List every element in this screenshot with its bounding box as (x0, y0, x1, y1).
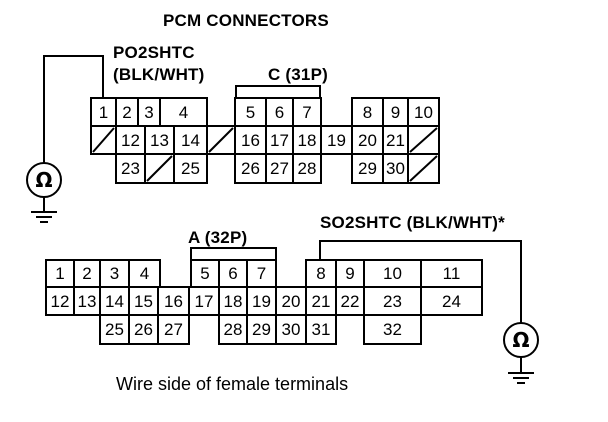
a-terminal-18: 18 (218, 286, 248, 316)
a-terminal-32: 32 (363, 314, 422, 345)
c-terminal-20: 20 (351, 125, 384, 155)
so2shtc-wire (319, 240, 522, 323)
a-terminal-28: 28 (218, 314, 248, 345)
c-terminal-26: 26 (234, 153, 267, 184)
c-terminal-28: 28 (292, 153, 322, 184)
c-terminal-13: 13 (144, 125, 175, 155)
a-terminal-7: 7 (246, 259, 277, 288)
a-terminal-29: 29 (246, 314, 277, 345)
c-terminal-23: 23 (115, 153, 146, 184)
a-terminal-17: 17 (188, 286, 220, 316)
po2shtc-wire-color: (BLK/WHT) (113, 65, 205, 84)
po2shtc-wire (43, 55, 104, 163)
a-terminal-27: 27 (157, 314, 190, 345)
c-blank-slash-22 (409, 127, 438, 153)
c-terminal-25: 25 (173, 153, 208, 184)
connector-a-bracket (190, 247, 277, 259)
c-terminal-19: 19 (320, 125, 353, 155)
c-terminal-14: 14 (173, 125, 208, 155)
c-blank-slash-24 (146, 155, 173, 182)
c-terminal-12: 12 (115, 125, 146, 155)
a-terminal-24: 24 (420, 286, 483, 316)
a-terminal-12: 12 (45, 286, 75, 316)
a-terminal-31: 31 (305, 314, 337, 345)
a-terminal-16: 16 (157, 286, 190, 316)
connector-c-label: C (31P) (268, 65, 328, 84)
so2shtc-wire-label: SO2SHTC (BLK/WHT)* (320, 213, 505, 232)
diagram-title: PCM CONNECTORS (163, 11, 329, 30)
lower-ohm-icon: Ω (512, 328, 529, 352)
po2shtc-wire-label: PO2SHTC (113, 43, 195, 62)
c-blank-slash-31 (409, 155, 438, 182)
a-terminal-1: 1 (45, 259, 75, 288)
c-terminal-9: 9 (382, 97, 409, 127)
a-terminal-20: 20 (275, 286, 307, 316)
connector-c-bracket (235, 85, 321, 97)
connector-a-label: A (32P) (188, 228, 248, 247)
diagram-caption: Wire side of female terminals (116, 374, 349, 394)
c-terminal-1: 1 (90, 97, 117, 127)
c-terminal-30: 30 (382, 153, 409, 184)
c-blank-slash-11 (92, 127, 115, 153)
c-terminal-5: 5 (234, 97, 267, 127)
c-blank-slash-15 (208, 127, 234, 153)
upper-ohm-icon: Ω (35, 168, 52, 192)
